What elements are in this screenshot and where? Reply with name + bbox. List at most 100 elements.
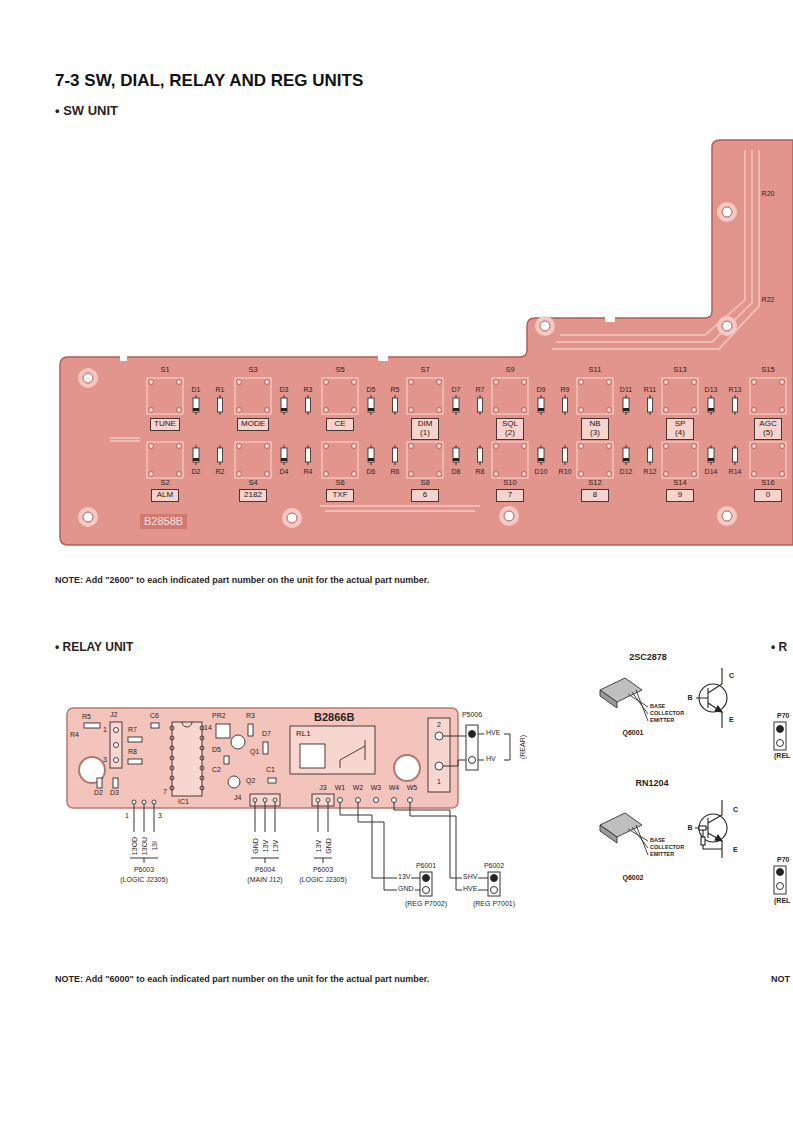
part-label: D3 <box>280 386 289 393</box>
relay-components <box>356 798 361 803</box>
relay-components <box>170 746 174 750</box>
relay-components <box>132 800 136 804</box>
relay-components <box>200 726 204 730</box>
resistor-symbol <box>218 395 738 465</box>
pcb-trace <box>110 437 140 439</box>
transistor-symbol <box>695 668 727 858</box>
resistor-symbol <box>648 395 653 415</box>
key-label: 9 <box>670 491 690 500</box>
relay-components <box>142 800 146 804</box>
part-label: D13 <box>705 386 718 393</box>
switch-footprint <box>577 378 613 414</box>
part-label: 2SC2878 <box>629 653 667 662</box>
part-label: R13 <box>729 386 742 393</box>
connector <box>491 887 498 894</box>
part-label: 13OD <box>131 837 138 855</box>
diode-symbol <box>623 445 629 465</box>
part-label: S16 <box>761 479 774 487</box>
switch-footprint <box>662 378 698 414</box>
part-label: 1 <box>437 778 441 785</box>
part-label: S7 <box>420 366 429 374</box>
wire <box>394 802 488 878</box>
pcb-board: B2866B <box>67 708 458 808</box>
part-label: D7 <box>452 386 461 393</box>
wire <box>358 802 420 890</box>
board-code: B2866B <box>310 710 358 725</box>
board-code: B2858B <box>140 514 187 529</box>
sw-pcb <box>120 356 127 361</box>
mount-hole <box>499 506 519 526</box>
mount-hole <box>717 316 737 336</box>
diode-symbol <box>281 445 287 465</box>
part-label: S10 <box>503 479 516 487</box>
connector <box>777 869 784 876</box>
part-label: EMITTER <box>650 718 674 724</box>
key-label: CE <box>330 420 350 429</box>
part-label: 13V <box>315 840 322 852</box>
wire <box>478 734 484 760</box>
relay-components <box>172 722 202 796</box>
relay-components <box>408 798 413 803</box>
resistor-symbol <box>733 445 738 465</box>
relay-components <box>114 758 119 763</box>
part-label: C2 <box>212 766 221 773</box>
mount-hole <box>83 373 93 383</box>
part-label: C <box>733 806 738 813</box>
part-label: R4 <box>304 468 313 475</box>
part-label: 7 <box>163 788 167 795</box>
part-label: D2 <box>94 789 103 796</box>
relay-components <box>263 798 267 802</box>
part-label: J2 <box>110 711 117 718</box>
connector <box>469 731 476 738</box>
relay-components <box>374 798 379 803</box>
relay-components <box>231 735 245 749</box>
part-label: 3 <box>103 756 107 763</box>
part-label: (LOGIC J2305) <box>120 876 167 883</box>
part-label: S13 <box>673 366 686 374</box>
part-label: W3 <box>371 784 382 791</box>
part-label: • RELAY UNIT <box>55 641 133 653</box>
part-label: HVE <box>486 729 500 736</box>
sw-pcb <box>60 140 793 545</box>
key-label: MODE <box>241 420 265 429</box>
relay-components <box>248 724 253 736</box>
part-label: GND <box>252 838 259 854</box>
mount-hole <box>282 508 302 528</box>
relay-components <box>151 723 159 728</box>
part-label: R20 <box>762 190 775 197</box>
wire <box>340 802 420 878</box>
transistor-package <box>628 825 648 855</box>
part-label: R9 <box>561 386 570 393</box>
relay-components <box>200 776 204 780</box>
mount-hole <box>722 207 732 217</box>
part-label: RN1204 <box>635 779 668 788</box>
part-label: R8 <box>476 468 485 475</box>
connector <box>469 757 476 764</box>
relay-components <box>253 798 257 802</box>
resistor-symbol <box>306 395 311 415</box>
diode-symbol <box>368 445 374 465</box>
connector <box>774 722 786 750</box>
part-label: 13V <box>262 840 269 852</box>
relay-components <box>110 722 122 768</box>
relay-components <box>228 776 240 788</box>
relay-components <box>114 728 119 733</box>
part-label: BASE <box>650 704 665 710</box>
part-label: 13V <box>272 840 279 852</box>
part-label: S14 <box>673 479 686 487</box>
part-label: (LOGIC J2305) <box>299 876 346 883</box>
part-label: P6001 <box>416 862 436 869</box>
wire <box>130 858 158 863</box>
part-label: B <box>687 824 692 831</box>
relay-components <box>84 723 100 728</box>
switch-footprint <box>147 378 183 414</box>
diode-symbol <box>708 395 714 415</box>
pcb-trace <box>552 150 759 349</box>
pcb-trace <box>325 510 475 512</box>
part-label: S11 <box>589 366 602 374</box>
transistor-symbol <box>695 800 722 858</box>
relay-components <box>263 742 268 754</box>
part-label: R7 <box>476 386 485 393</box>
part-label: GND <box>397 885 415 892</box>
key-label-box: 0 <box>754 489 782 502</box>
